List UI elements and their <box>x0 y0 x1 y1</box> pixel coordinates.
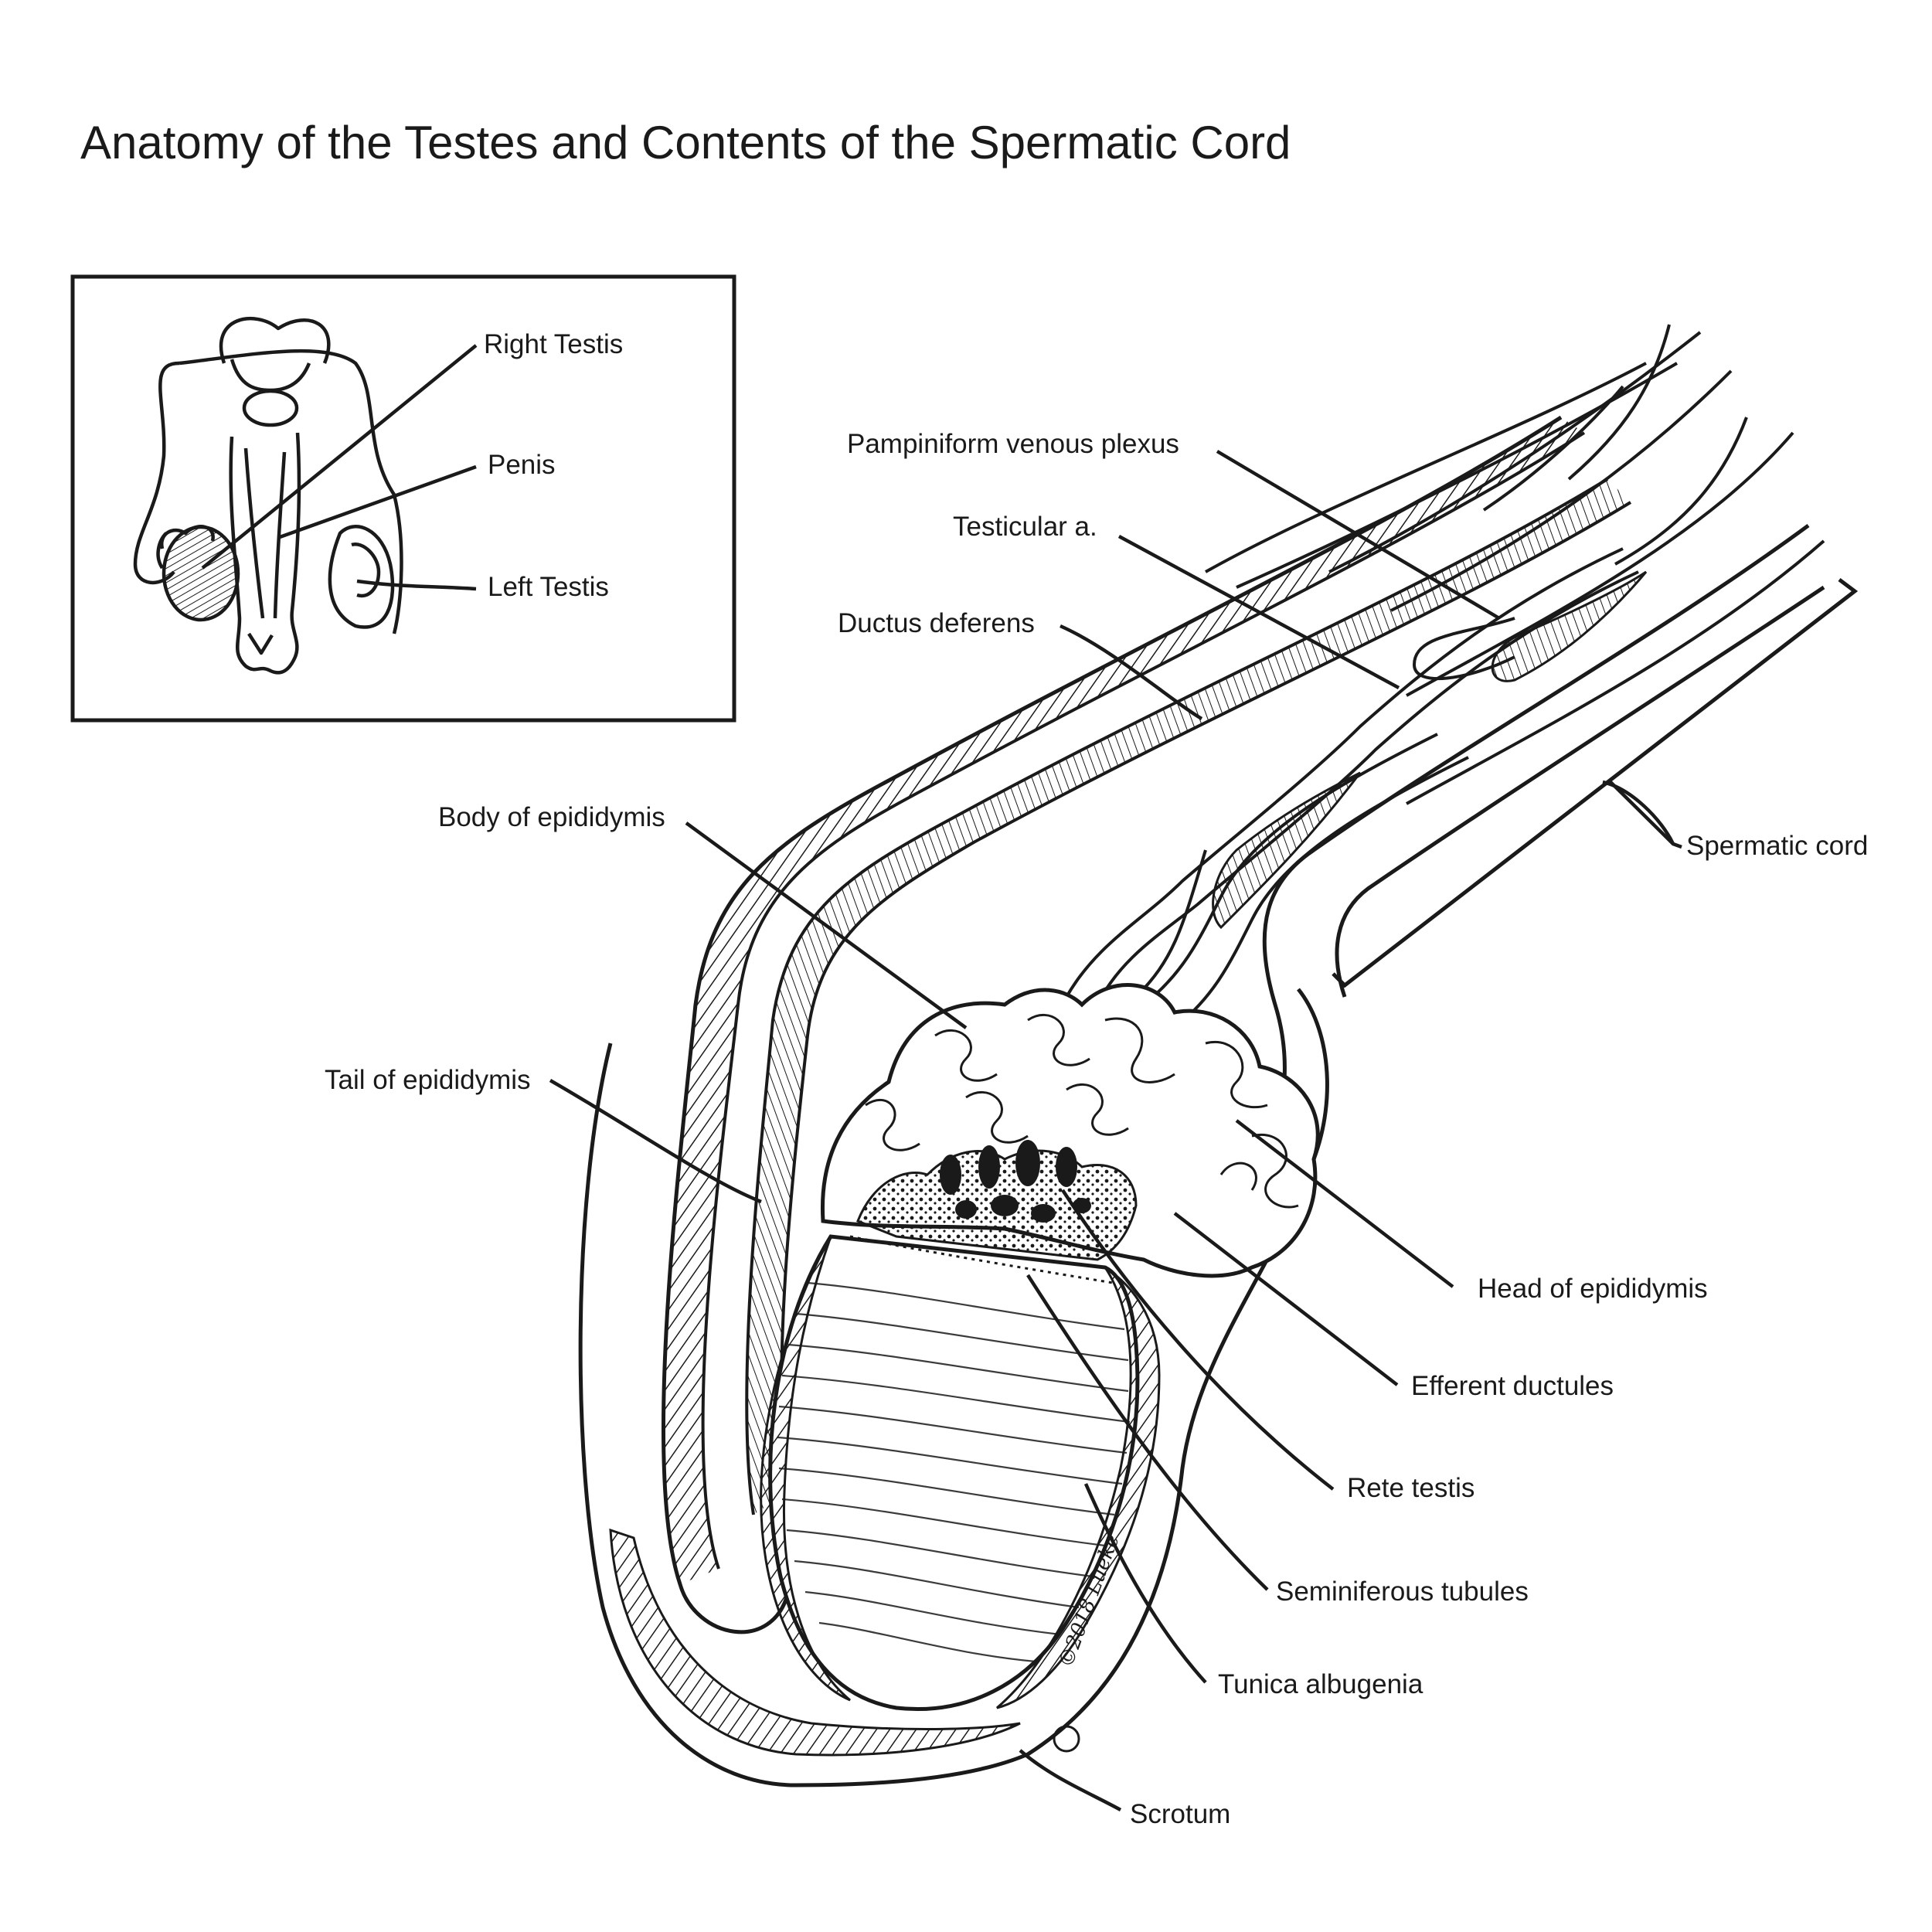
label-testicular-artery: Testicular a. <box>953 512 1097 542</box>
label-efferent-ductules: Efferent ductules <box>1411 1371 1614 1401</box>
label-tail-epididymis: Tail of epididymis <box>325 1065 531 1095</box>
leader-testicular-a <box>1117 535 1400 689</box>
label-left-testis: Left Testis <box>488 572 609 602</box>
leader-head-epididymis <box>1235 1119 1454 1288</box>
leader-left-testis <box>356 579 477 591</box>
efferent-ductules <box>940 1140 1091 1223</box>
label-seminiferous-tubules: Seminiferous tubules <box>1276 1577 1529 1607</box>
leader-rete-testis <box>1061 1189 1335 1491</box>
epididymis-coils <box>865 1014 1299 1209</box>
leader-tail-epididymis <box>549 1079 762 1204</box>
leader-seminiferous-tubules <box>1026 1274 1269 1591</box>
leader-penis <box>279 464 477 539</box>
leader-efferent-ductules <box>1173 1212 1399 1386</box>
label-head-epididymis: Head of epididymis <box>1478 1274 1708 1304</box>
main-illustration <box>578 324 1859 1787</box>
spermatic-cord-bracket <box>1332 578 1859 988</box>
leader-scrotum <box>1019 1749 1122 1811</box>
inset-leaders <box>201 344 478 591</box>
label-scrotum: Scrotum <box>1130 1799 1231 1829</box>
artist-signature <box>1053 1725 1080 1753</box>
label-leaders <box>549 450 1682 1811</box>
label-rete-testis: Rete testis <box>1347 1473 1475 1503</box>
label-pampiniform-plexus: Pampiniform venous plexus <box>847 429 1179 459</box>
inset-frame <box>70 274 736 723</box>
label-spermatic-cord: Spermatic cord <box>1686 831 1869 861</box>
leader-ductus-deferens <box>1060 624 1203 720</box>
label-penis: Penis <box>488 450 556 480</box>
label-tunica-albugenia: Tunica albugenia <box>1218 1669 1423 1699</box>
label-ductus-deferens: Ductus deferens <box>838 608 1035 638</box>
page-title: Anatomy of the Testes and Contents of th… <box>80 117 1291 168</box>
leader-body-epididymis <box>685 821 968 1029</box>
cord-outer-wall <box>661 415 1563 1634</box>
inset-panel <box>70 274 736 723</box>
inset-figure <box>133 317 403 675</box>
label-body-epididymis: Body of epididymis <box>438 802 665 832</box>
leader-tunica-albugenia <box>1083 1483 1207 1684</box>
leader-pampiniform <box>1216 450 1501 620</box>
leader-right-testis <box>201 344 478 570</box>
label-right-testis: Right Testis <box>484 329 624 359</box>
